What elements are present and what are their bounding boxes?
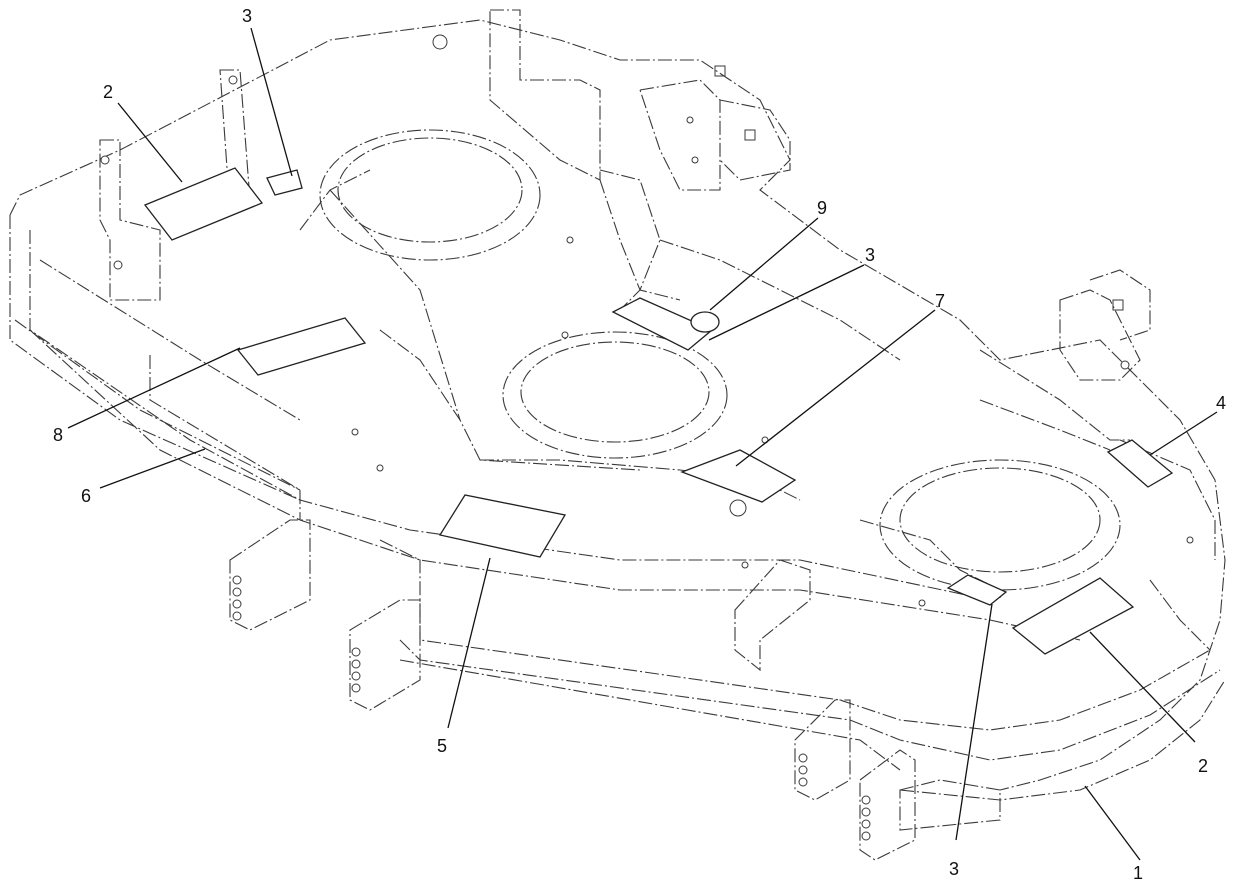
leader-1 [1084,785,1141,861]
callout-4: 4 [1216,393,1226,413]
decal-8 [236,317,367,376]
leader-4 [1149,411,1218,456]
leader-2a [117,102,183,183]
leader-9 [709,217,819,311]
callout-3-bottom: 3 [949,859,959,879]
leader-7 [735,309,936,467]
leader-2b [1089,631,1196,743]
leader-lines [67,27,1218,861]
callout-1: 1 [1133,863,1143,883]
leader-3c [955,603,993,841]
callout-8: 8 [53,425,63,445]
decal-7 [680,449,797,503]
callout-7: 7 [935,291,945,311]
decal-5 [438,494,567,558]
leader-6 [99,448,206,489]
callout-2-right: 2 [1198,756,1208,776]
decal-2-right [1011,577,1135,655]
mounting-holes [100,34,1194,841]
decal-4 [1106,439,1174,488]
decal-2-left [143,167,264,241]
leader-3a [250,27,293,177]
callout-labels: 1 2 2 3 3 3 4 5 6 7 8 9 [53,6,1226,883]
leader-5 [447,557,491,729]
callout-9: 9 [817,198,827,218]
deck-outline [9,9,1226,861]
decals [143,167,1174,655]
callout-2-top-left: 2 [103,82,113,102]
callout-5: 5 [437,736,447,756]
leader-8 [67,347,241,429]
callout-6: 6 [81,486,91,506]
callout-3-top: 3 [242,6,252,26]
decal-3-left [266,169,303,196]
leader-3b [708,264,865,341]
decal-9-ring [690,311,720,333]
callout-3-center: 3 [865,245,875,265]
decal-3-right [946,574,1008,606]
blade-openings [319,129,1121,591]
